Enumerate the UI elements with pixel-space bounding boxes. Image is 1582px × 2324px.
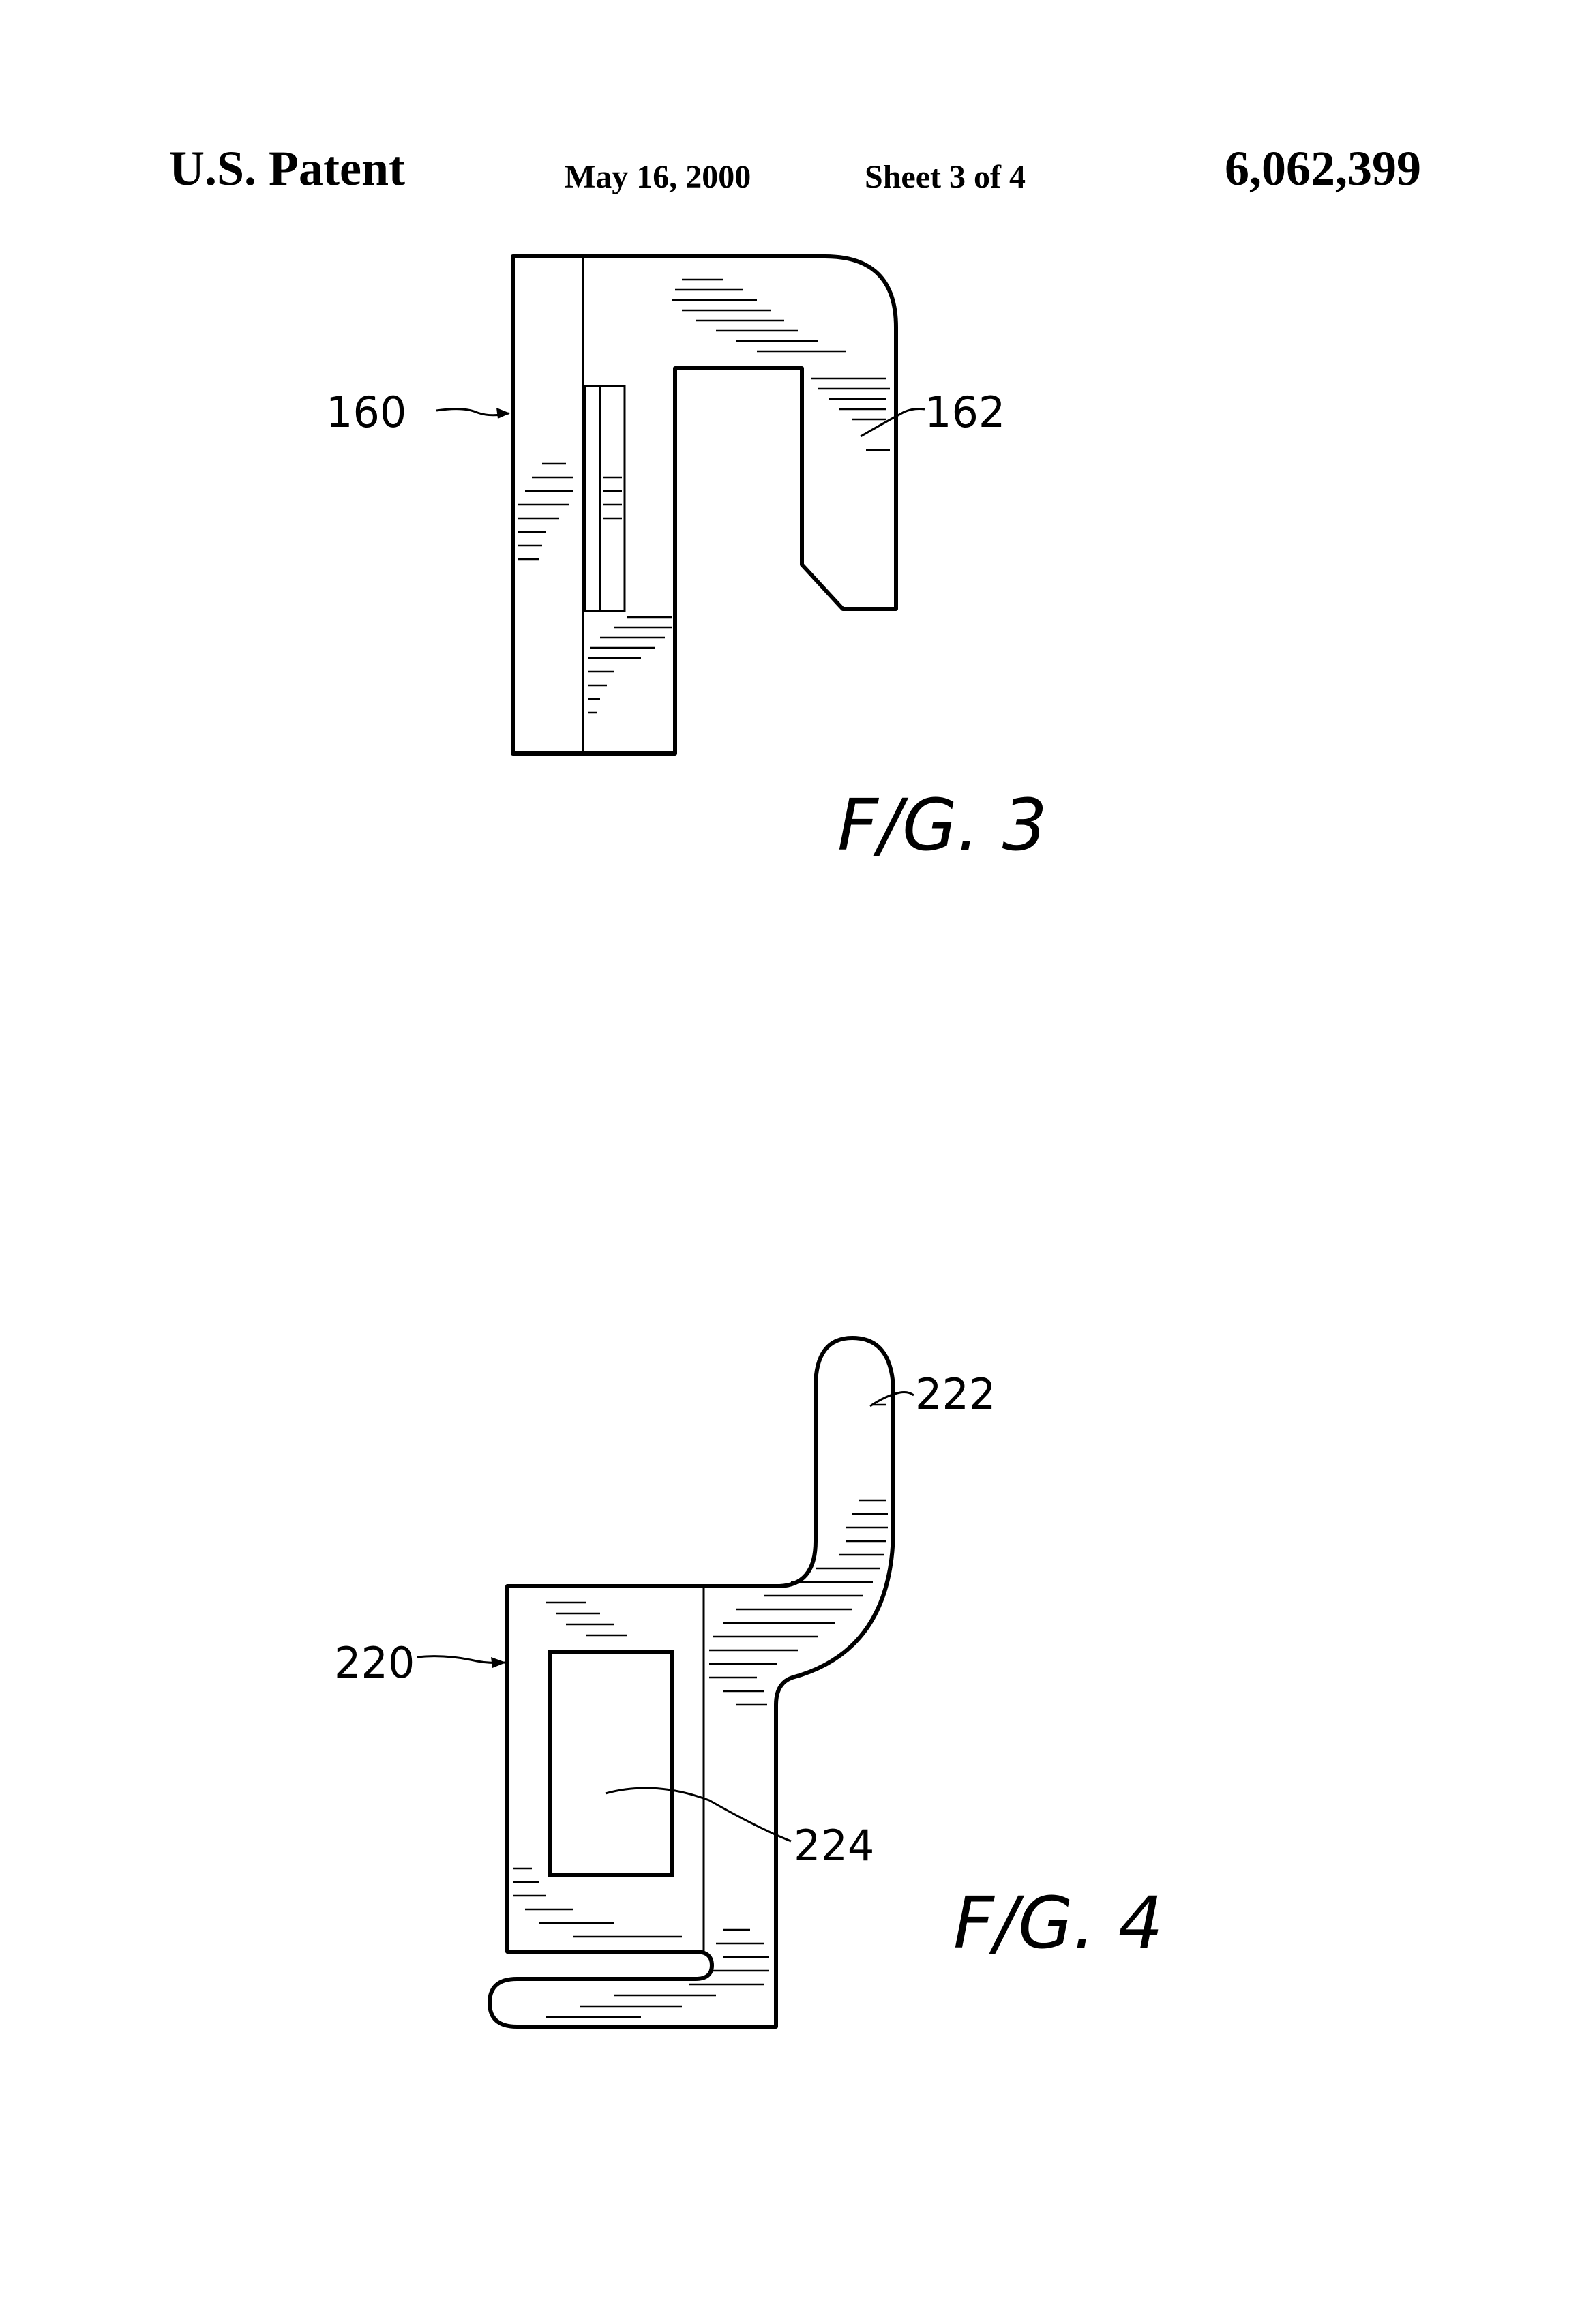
fig3-hatching bbox=[518, 280, 890, 713]
fig3-ref-162: 162 bbox=[925, 387, 1005, 437]
fig4-window bbox=[550, 1652, 672, 1875]
fig4-ref-224: 224 bbox=[794, 1821, 874, 1871]
fig3-ref-160: 160 bbox=[326, 387, 406, 437]
fig3-arrow-160 bbox=[496, 408, 510, 419]
fig4-leader-224 bbox=[606, 1788, 791, 1841]
fig3-slot bbox=[585, 386, 625, 611]
fig3-label: F/G. 3 bbox=[837, 784, 1047, 867]
fig3-leader-162 bbox=[861, 409, 925, 437]
fig3-clip-outline bbox=[513, 256, 896, 754]
fig4-label: F/G. 4 bbox=[953, 1881, 1163, 1965]
fig4-arrow-220 bbox=[491, 1657, 506, 1668]
fig4-hatching bbox=[513, 1405, 888, 2017]
figure-4: 220 222 224 F/G. 4 bbox=[334, 1338, 1163, 2027]
fig4-ref-220: 220 bbox=[334, 1638, 415, 1688]
fig4-ref-222: 222 bbox=[915, 1369, 996, 1419]
figure-3: 160 162 F/G. 3 bbox=[326, 256, 1047, 867]
